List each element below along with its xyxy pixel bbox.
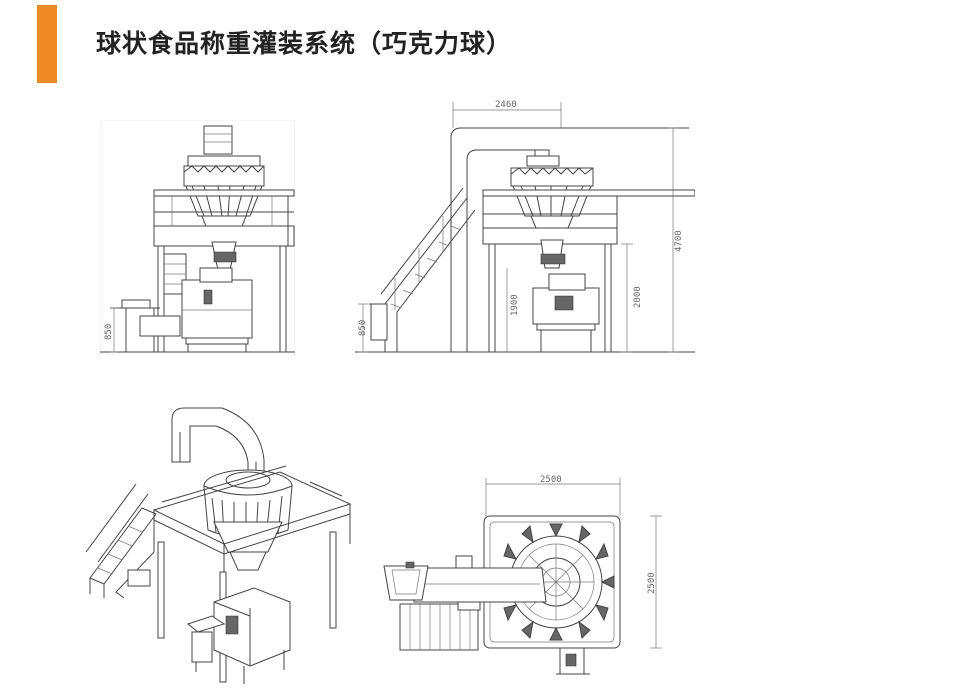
title-accent-bar [37, 5, 57, 83]
side-view-drawing: 2460 [355, 98, 695, 355]
front-view-drawing: 850 [100, 120, 295, 355]
top-dim-2500-depth: 2500 [647, 572, 657, 594]
front-dim-850: 850 [104, 324, 114, 340]
side-dim-850: 850 [358, 320, 368, 336]
side-dim-4700: 4700 [674, 230, 684, 252]
page-title: 球状食品称重灌装系统（巧克力球） [96, 29, 513, 58]
side-dim-1900: 1900 [510, 294, 520, 316]
top-dim-2500-width: 2500 [540, 475, 562, 485]
top-view-drawing: 2500 2500 [380, 472, 670, 697]
side-dim-2460: 2460 [495, 100, 517, 110]
iso-view-drawing [84, 402, 354, 692]
side-dim-2000: 2000 [633, 286, 643, 308]
